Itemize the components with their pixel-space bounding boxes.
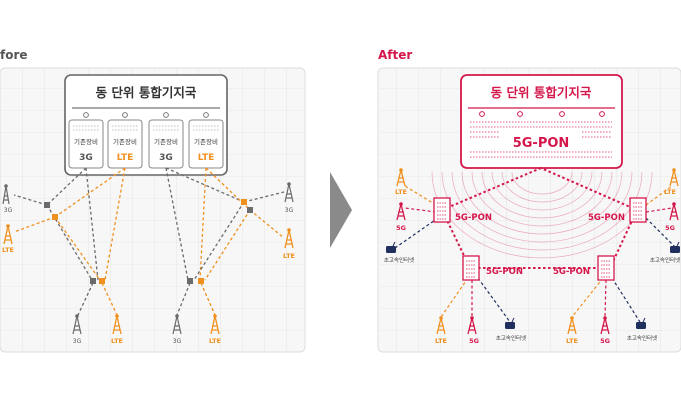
before-nodes	[44, 199, 253, 284]
tower-label: LTE	[395, 188, 407, 196]
chevron-right-icon	[330, 172, 352, 248]
junction-node	[52, 214, 58, 220]
router-icon: 초고속인터넷	[384, 241, 414, 264]
after-hub-label: 5G-PON	[513, 136, 570, 151]
before-hub-port	[122, 112, 128, 118]
junction-node	[198, 278, 204, 284]
before-panel: fore 동 단위 통합기지국 기존장비 3G 기존장비	[0, 48, 306, 353]
after-hub-title: 동 단위 통합기지국	[491, 85, 592, 100]
tower-icon: LTE	[664, 168, 679, 196]
equipment-box: 기존장비 LTE	[107, 119, 143, 169]
equipment-tech: LTE	[117, 153, 134, 163]
device-label: 초고속인터넷	[627, 334, 657, 342]
tower-icon: 3G	[2, 184, 13, 214]
router-icon: 초고속인터넷	[650, 241, 680, 264]
tower-label: LTE	[2, 246, 14, 254]
tower-label: LTE	[664, 188, 676, 196]
junction-node	[90, 278, 96, 284]
equipment-tech: 3G	[159, 153, 173, 163]
tower-icon: 5G	[665, 202, 679, 232]
tower-icon: 5G	[600, 316, 610, 345]
equipment-label: 기존장비	[154, 137, 178, 146]
tower-icon: LTE	[435, 316, 447, 345]
junction-node	[187, 278, 193, 284]
after-links	[394, 185, 677, 323]
tower-icon: 3G	[284, 182, 294, 214]
after-panel: After 동 단위 통합기지국	[377, 48, 681, 353]
pon-node: 5G-PON	[553, 255, 615, 281]
pon-node-label: 5G-PON	[553, 267, 590, 277]
tower-icon: LTE	[209, 314, 221, 345]
tower-label: LTE	[283, 252, 295, 260]
tower-icon: 5G	[467, 316, 479, 345]
before-hub-box	[64, 74, 228, 176]
tower-label: 5G	[469, 337, 479, 345]
equipment-label: 기존장비	[113, 137, 137, 146]
device-label: 초고속인터넷	[384, 256, 414, 264]
pon-node-label: 5G-PON	[588, 213, 625, 223]
junction-node	[99, 278, 105, 284]
device-label: 초고속인터넷	[496, 334, 526, 342]
tower-label: 5G	[600, 337, 610, 345]
junction-node	[247, 207, 253, 213]
equipment-label: 기존장비	[194, 137, 218, 146]
before-hub-port	[163, 112, 169, 118]
equipment-box: 기존장비 LTE	[188, 119, 224, 169]
before-hub-port	[203, 112, 209, 118]
pon-node-label: 5G-PON	[455, 213, 492, 223]
tower-icon: LTE	[395, 168, 407, 196]
tower-icon: LTE	[2, 224, 14, 254]
equipment-box: 기존장비 3G	[68, 119, 104, 169]
tower-icon: 5G	[396, 202, 406, 232]
tower-label: 5G	[665, 224, 675, 232]
before-towers: 3G LTE 3G LTE	[2, 182, 295, 345]
tower-icon: 3G	[172, 314, 182, 345]
router-icon: 초고속인터넷	[496, 317, 526, 342]
equipment-label: 기존장비	[74, 137, 98, 146]
after-hub: 동 단위 통합기지국 5G-PON	[460, 74, 623, 169]
tower-label: LTE	[566, 337, 578, 345]
tower-label: 3G	[73, 338, 82, 345]
pon-node-label: 5G-PON	[486, 267, 523, 277]
tower-icon: LTE	[283, 228, 295, 260]
device-label: 초고속인터넷	[650, 256, 680, 264]
pon-node: 5G-PON	[462, 255, 523, 281]
equipment-box: 기존장비 3G	[148, 119, 184, 169]
before-hub-port	[83, 112, 89, 118]
tower-icon: LTE	[566, 316, 578, 345]
after-heading: After	[378, 48, 412, 62]
equipment-tech: 3G	[79, 153, 93, 163]
tower-label: 3G	[4, 207, 13, 214]
pon-node: 5G-PON	[588, 197, 647, 223]
tower-label: 3G	[285, 207, 294, 214]
router-icon: 초고속인터넷	[627, 317, 657, 342]
junction-node	[241, 199, 247, 205]
before-hub-title: 동 단위 통합기지국	[96, 85, 197, 100]
tower-icon: 3G	[72, 314, 82, 345]
tower-label: 3G	[173, 338, 182, 345]
tower-label: LTE	[209, 337, 221, 345]
pon-ring	[440, 166, 639, 269]
junction-node	[44, 202, 50, 208]
equipment-tech: LTE	[198, 153, 215, 163]
before-hub: 동 단위 통합기지국 기존장비 3G 기존장비 LTE	[64, 74, 228, 176]
pon-node: 5G-PON	[433, 197, 492, 223]
tower-label: LTE	[435, 337, 447, 345]
tower-icon: LTE	[111, 314, 123, 345]
tower-label: LTE	[111, 337, 123, 345]
before-heading: fore	[0, 48, 28, 62]
tower-label: 5G	[396, 224, 406, 232]
